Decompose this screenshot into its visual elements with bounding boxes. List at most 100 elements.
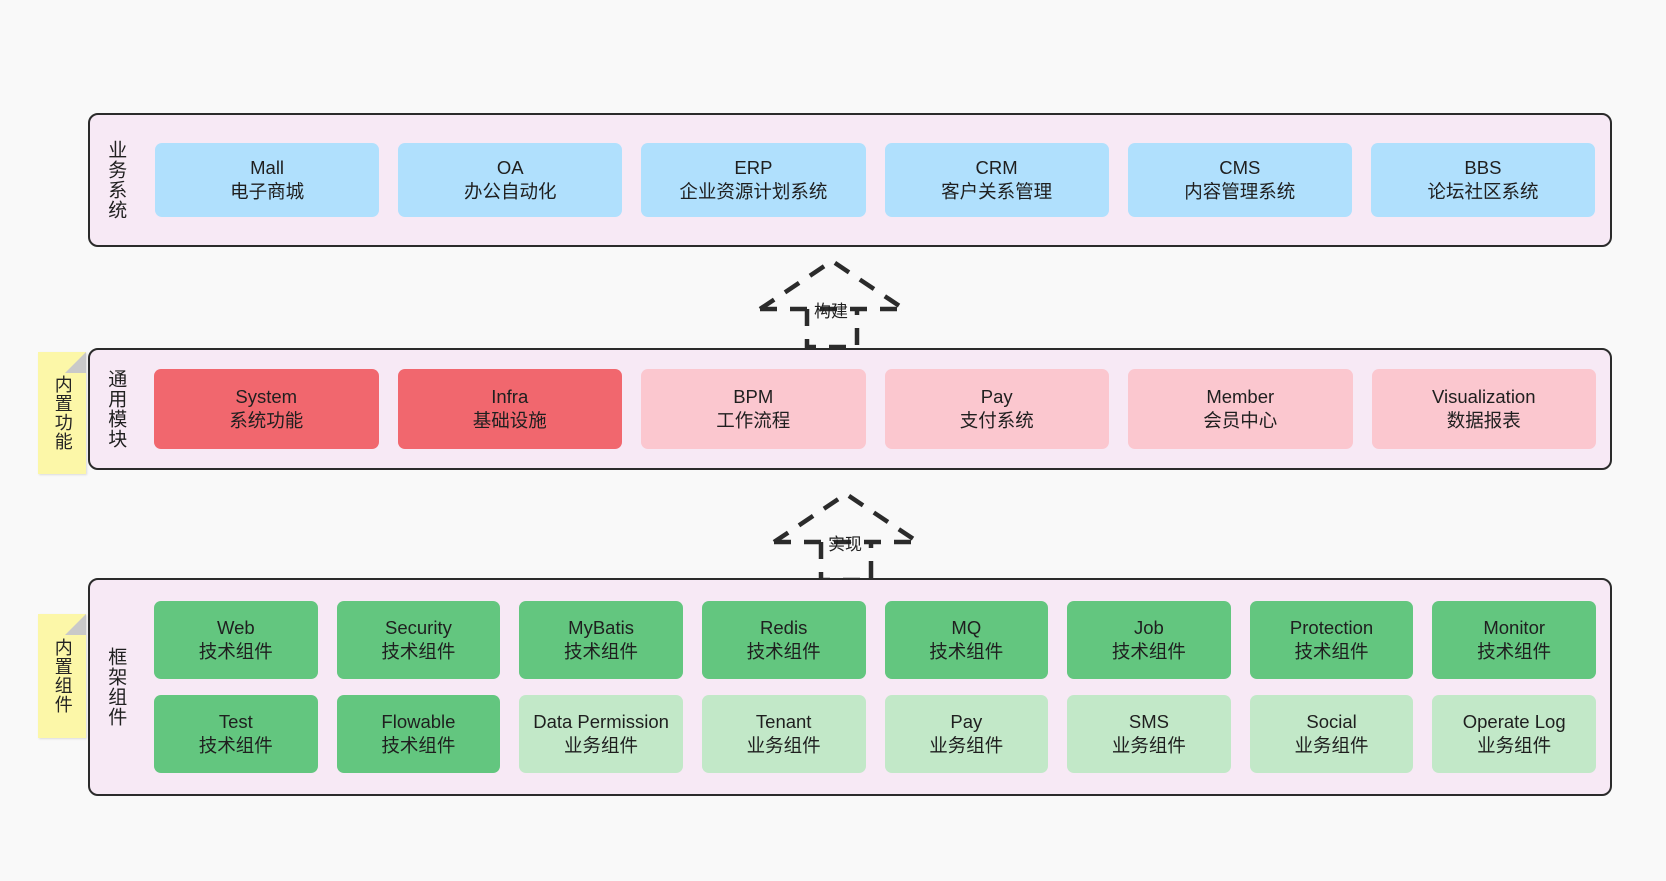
card-operate-log[interactable]: Operate Log 业务组件 bbox=[1432, 695, 1596, 773]
card-title: MQ bbox=[951, 617, 982, 639]
card-mybatis[interactable]: MyBatis 技术组件 bbox=[519, 601, 683, 679]
card-pay-biz[interactable]: Pay 业务组件 bbox=[884, 695, 1049, 773]
card-subtitle: 业务组件 bbox=[1111, 735, 1186, 756]
card-mall[interactable]: Mall 电子商城 bbox=[155, 143, 380, 217]
layer-body-business: Mall 电子商城 OA 办公自动化 ERP 企业资源计划系统 CRM 客户关系… bbox=[140, 115, 1610, 245]
layer-title-business: 业务系统 bbox=[105, 140, 127, 220]
card-row: Web 技术组件 Security 技术组件 MyBatis 技术组件 Redi… bbox=[154, 601, 1596, 679]
card-tenant[interactable]: Tenant 业务组件 bbox=[701, 695, 866, 773]
connector-label-build: 构建 bbox=[814, 302, 848, 321]
card-subtitle: 技术组件 bbox=[381, 735, 456, 756]
card-row: Mall 电子商城 OA 办公自动化 ERP 企业资源计划系统 CRM 客户关系… bbox=[155, 143, 1596, 217]
layer-business-systems: 业务系统 Mall 电子商城 OA 办公自动化 ERP 企业资源计划系统 CRM… bbox=[88, 113, 1612, 247]
card-subtitle: 基础设施 bbox=[472, 410, 547, 431]
card-subtitle: 技术组件 bbox=[381, 641, 456, 662]
connector-implement: 实现 bbox=[766, 488, 926, 583]
card-subtitle: 系统功能 bbox=[229, 410, 304, 431]
layer-title-common: 通用模块 bbox=[105, 369, 127, 449]
layer-body-common: System 系统功能 Infra 基础设施 BPM 工作流程 Pay 支付系统… bbox=[140, 350, 1610, 468]
card-title: BBS bbox=[1464, 157, 1502, 179]
card-title: Infra bbox=[491, 386, 529, 408]
sticky-note-builtin-component: 内置组件 bbox=[38, 614, 86, 738]
card-subtitle: 业务组件 bbox=[1477, 735, 1552, 756]
generalization-arrow-icon bbox=[758, 258, 906, 350]
card-subtitle: 技术组件 bbox=[1294, 641, 1369, 662]
card-pay[interactable]: Pay 支付系统 bbox=[884, 369, 1109, 449]
card-title: MyBatis bbox=[568, 617, 634, 639]
card-subtitle: 技术组件 bbox=[929, 641, 1004, 662]
card-title: OA bbox=[496, 157, 524, 179]
card-test[interactable]: Test 技术组件 bbox=[154, 695, 318, 773]
card-subtitle: 技术组件 bbox=[198, 735, 273, 756]
card-subtitle: 客户关系管理 bbox=[941, 181, 1053, 202]
card-protection[interactable]: Protection 技术组件 bbox=[1249, 601, 1414, 679]
connector-label-implement: 实现 bbox=[828, 535, 862, 554]
card-erp[interactable]: ERP 企业资源计划系统 bbox=[641, 143, 866, 217]
card-row: Test 技术组件 Flowable 技术组件 Data Permission … bbox=[154, 695, 1596, 773]
layer-title-framework: 框架组件 bbox=[105, 647, 127, 727]
sticky-note-label: 内置功能 bbox=[52, 375, 73, 451]
card-redis[interactable]: Redis 技术组件 bbox=[701, 601, 866, 679]
card-title: Pay bbox=[950, 711, 983, 733]
card-infra[interactable]: Infra 基础设施 bbox=[397, 369, 622, 449]
card-title: Monitor bbox=[1483, 617, 1546, 639]
card-job[interactable]: Job 技术组件 bbox=[1067, 601, 1231, 679]
card-subtitle: 技术组件 bbox=[198, 641, 273, 662]
card-subtitle: 业务组件 bbox=[564, 735, 639, 756]
card-row: System 系统功能 Infra 基础设施 BPM 工作流程 Pay 支付系统… bbox=[154, 369, 1596, 449]
card-title: Tenant bbox=[755, 711, 812, 733]
card-title: System bbox=[235, 386, 298, 408]
card-subtitle: 电子商城 bbox=[230, 181, 305, 202]
card-flowable[interactable]: Flowable 技术组件 bbox=[336, 695, 501, 773]
card-subtitle: 技术组件 bbox=[564, 641, 639, 662]
card-cms[interactable]: CMS 内容管理系统 bbox=[1127, 143, 1352, 217]
card-mq[interactable]: MQ 技术组件 bbox=[884, 601, 1049, 679]
layer-framework-components: 框架组件 Web 技术组件 Security 技术组件 MyBatis 技术组件… bbox=[88, 578, 1612, 796]
card-title: Operate Log bbox=[1462, 711, 1566, 733]
sticky-note-builtin-function: 内置功能 bbox=[38, 352, 86, 474]
card-subtitle: 内容管理系统 bbox=[1184, 181, 1296, 202]
card-subtitle: 支付系统 bbox=[959, 410, 1034, 431]
card-member[interactable]: Member 会员中心 bbox=[1128, 369, 1353, 449]
card-subtitle: 技术组件 bbox=[1477, 641, 1552, 662]
layer-common-modules: 通用模块 System 系统功能 Infra 基础设施 BPM 工作流程 Pay… bbox=[88, 348, 1612, 470]
card-title: Flowable bbox=[381, 711, 456, 733]
card-web[interactable]: Web 技术组件 bbox=[154, 601, 318, 679]
card-monitor[interactable]: Monitor 技术组件 bbox=[1432, 601, 1596, 679]
layer-body-framework: Web 技术组件 Security 技术组件 MyBatis 技术组件 Redi… bbox=[140, 580, 1610, 794]
card-title: CMS bbox=[1219, 157, 1261, 179]
card-subtitle: 工作流程 bbox=[716, 410, 791, 431]
card-title: Job bbox=[1134, 617, 1164, 639]
card-subtitle: 企业资源计划系统 bbox=[679, 181, 828, 202]
card-title: Security bbox=[385, 617, 452, 639]
card-title: Member bbox=[1206, 386, 1275, 408]
card-subtitle: 数据报表 bbox=[1446, 410, 1521, 431]
card-title: Test bbox=[218, 711, 253, 733]
card-title: Protection bbox=[1289, 617, 1374, 639]
card-social[interactable]: Social 业务组件 bbox=[1249, 695, 1414, 773]
card-title: Pay bbox=[980, 386, 1013, 408]
card-subtitle: 业务组件 bbox=[929, 735, 1004, 756]
card-oa[interactable]: OA 办公自动化 bbox=[398, 143, 623, 217]
card-subtitle: 技术组件 bbox=[746, 641, 821, 662]
card-visualization[interactable]: Visualization 数据报表 bbox=[1371, 369, 1596, 449]
card-title: Visualization bbox=[1431, 386, 1536, 408]
card-title: ERP bbox=[734, 157, 773, 179]
card-title: Social bbox=[1306, 711, 1357, 733]
sticky-note-label: 内置组件 bbox=[52, 638, 73, 714]
card-subtitle: 业务组件 bbox=[1294, 735, 1369, 756]
card-subtitle: 会员中心 bbox=[1203, 410, 1278, 431]
card-bpm[interactable]: BPM 工作流程 bbox=[641, 369, 866, 449]
card-title: CRM bbox=[975, 157, 1018, 179]
card-bbs[interactable]: BBS 论坛社区系统 bbox=[1370, 143, 1596, 217]
card-security[interactable]: Security 技术组件 bbox=[336, 601, 501, 679]
card-data-permission[interactable]: Data Permission 业务组件 bbox=[519, 695, 683, 773]
card-system[interactable]: System 系统功能 bbox=[154, 369, 379, 449]
card-title: Web bbox=[216, 617, 255, 639]
card-title: Data Permission bbox=[533, 711, 669, 733]
card-crm[interactable]: CRM 客户关系管理 bbox=[884, 143, 1109, 217]
connector-build: 构建 bbox=[752, 255, 912, 350]
card-title: Mall bbox=[250, 157, 285, 179]
card-sms[interactable]: SMS 业务组件 bbox=[1067, 695, 1231, 773]
